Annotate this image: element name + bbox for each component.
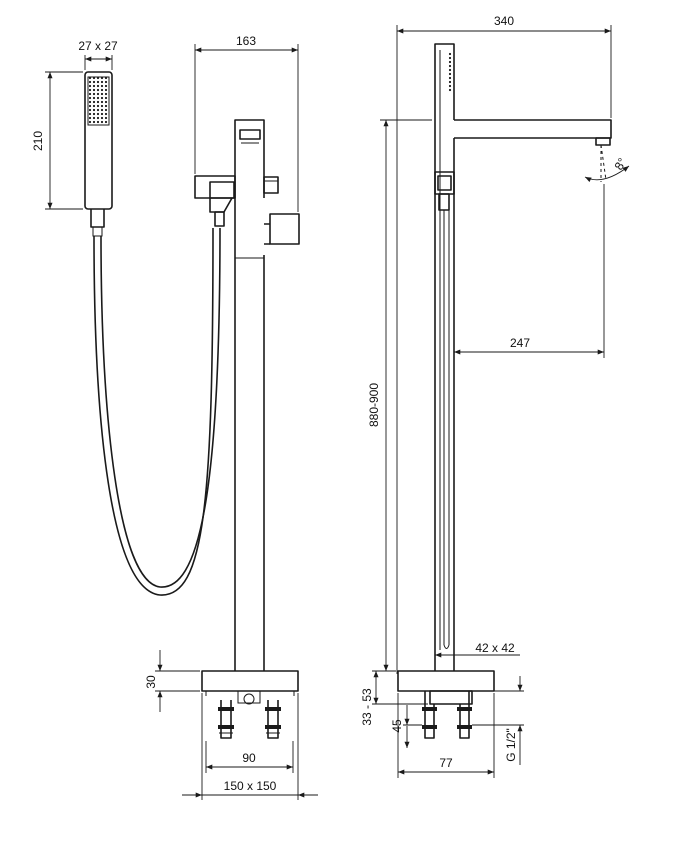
front-view xyxy=(194,119,300,739)
front-base-plate xyxy=(201,670,299,692)
label-connection-depth: 45 xyxy=(390,719,404,733)
label-base-height-front: 30 xyxy=(144,675,158,689)
diverter-knob xyxy=(263,176,279,194)
side-base-block xyxy=(429,690,473,705)
label-spout-offset-front: 163 xyxy=(236,34,256,48)
label-base-height-side: 33 - 53 xyxy=(360,688,374,726)
side-connection-pipes xyxy=(422,691,472,739)
side-view xyxy=(397,43,612,739)
label-total-projection: 340 xyxy=(494,14,514,28)
hand-shower-spray-face xyxy=(87,76,110,126)
label-hand-shower-length: 210 xyxy=(31,131,45,151)
label-spout-angle: 8° xyxy=(612,155,630,172)
front-body xyxy=(234,119,265,671)
dimension-labels: 27 x 27 210 163 340 8° 247 880-900 42 x … xyxy=(31,14,630,793)
label-hand-shower-section: 27 x 27 xyxy=(78,39,118,53)
mixer-handle xyxy=(269,213,300,245)
shower-hose xyxy=(93,227,221,596)
hand-shower-body xyxy=(84,71,113,210)
hand-shower xyxy=(84,71,113,237)
front-connection-pipes xyxy=(218,690,281,739)
label-spout-to-body: 247 xyxy=(510,336,530,350)
label-body-section: 42 x 42 xyxy=(475,641,515,655)
shower-holder-block xyxy=(194,175,236,199)
dimension-lines xyxy=(45,25,630,800)
label-height-range: 880-900 xyxy=(367,383,381,427)
hose-connector xyxy=(92,227,103,237)
label-connection-spacing: 90 xyxy=(242,751,256,765)
side-base-plate xyxy=(397,670,495,692)
side-body xyxy=(434,43,455,671)
side-spout xyxy=(454,119,612,139)
label-thread: G 1/2" xyxy=(504,728,518,762)
label-base-plate: 150 x 150 xyxy=(224,779,277,793)
holder-clip xyxy=(209,197,233,213)
hand-shower-handle-end xyxy=(90,209,105,228)
spout-outlet xyxy=(239,129,261,140)
label-base-side-width: 77 xyxy=(439,756,453,770)
side-spout-outlet xyxy=(595,137,611,146)
